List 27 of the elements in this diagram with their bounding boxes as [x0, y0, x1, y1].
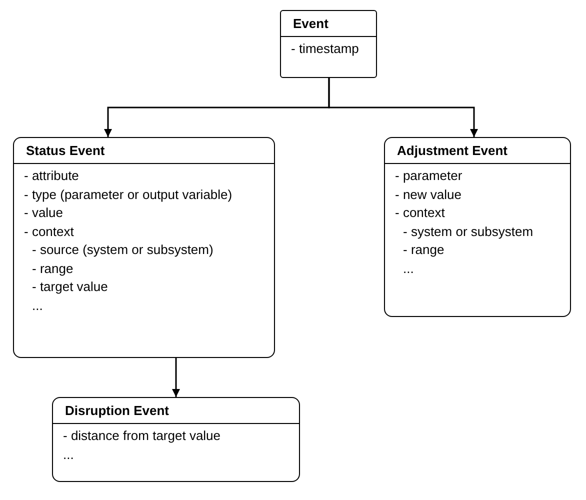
- attribute-text: - range: [31, 260, 74, 278]
- attribute-text: - context: [24, 222, 74, 240]
- attribute-text: - value: [24, 204, 64, 222]
- box-title: Status Event: [26, 143, 105, 158]
- box-title: Event: [293, 16, 328, 31]
- arrow: [172, 358, 180, 397]
- attribute-text: - target value: [31, 278, 108, 296]
- attribute-text: ...: [31, 296, 43, 314]
- attribute-text: - new value: [395, 186, 462, 204]
- attribute-text: - context: [395, 204, 445, 222]
- attribute-text: - system or subsystem: [402, 222, 534, 241]
- attribute-text: ...: [63, 446, 74, 464]
- attribute-text: - range: [402, 241, 444, 259]
- attribute-text: - distance from target value: [63, 427, 221, 445]
- attribute-text: ...: [402, 260, 414, 278]
- attribute-text: - parameter: [395, 167, 462, 185]
- attribute-text: - source (system or subsystem): [31, 241, 214, 259]
- box-title: Adjustment Event: [397, 143, 508, 158]
- class-box: [384, 137, 571, 317]
- attribute-text: - timestamp: [291, 40, 359, 58]
- attribute-text: - attribute: [24, 167, 79, 185]
- arrow: [328, 78, 478, 137]
- class-box: [13, 137, 275, 358]
- attribute-text: - type (parameter or output variable): [24, 186, 232, 204]
- box-title: Disruption Event: [65, 403, 170, 418]
- class-box: [280, 10, 377, 78]
- class-box: [52, 397, 300, 482]
